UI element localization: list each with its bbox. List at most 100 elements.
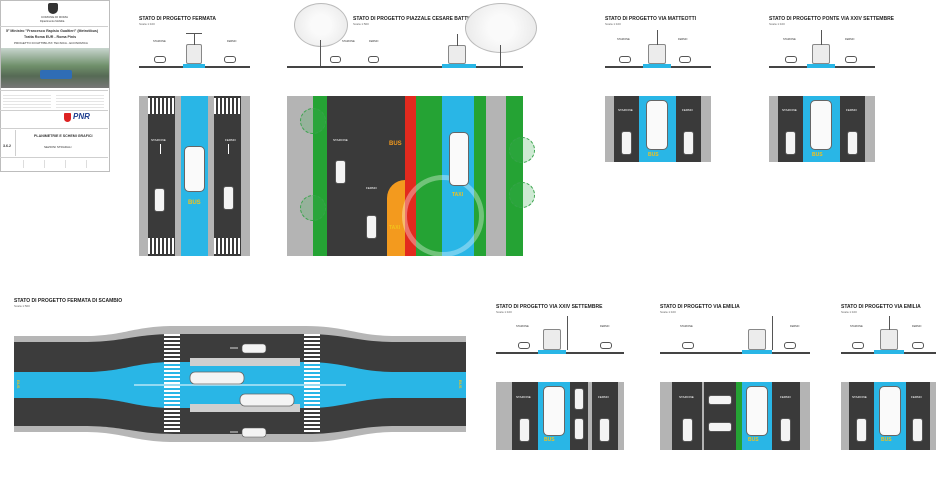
plan-label-bus: BUS <box>188 200 201 206</box>
plan-label-bus-left: BUS <box>16 380 21 389</box>
section-label-stazione: STAZIONE <box>153 40 166 43</box>
consultants-list <box>56 93 104 109</box>
section-tram <box>648 44 666 64</box>
section-title-scambio: STATO DI PROGETTO FERMATA DI SCAMBIO <box>14 298 123 304</box>
crosswalk <box>148 238 175 254</box>
plan-car <box>621 131 632 155</box>
section-road-line <box>287 66 523 68</box>
render-bus <box>40 70 72 79</box>
section-scale-piazzale: Scala 1:500 <box>353 22 369 26</box>
plan-bus <box>879 386 901 436</box>
project-phase: PROGETTO DI FATTIBILITA' TECNICA - ECONO… <box>14 41 88 45</box>
tree-icon <box>300 195 326 221</box>
plan-parking-lane <box>704 382 736 450</box>
plan-bus <box>184 146 205 192</box>
section-bus-lane <box>183 64 205 68</box>
revision-table <box>3 160 107 168</box>
section-title-settembre: STATO DI PROGETTO VIA XXIV SETTEMBRE <box>496 304 603 310</box>
section-label-fermo: FERMO <box>600 325 610 328</box>
plan-red-lane <box>405 96 416 256</box>
section-car <box>600 342 612 349</box>
section-label-fermo: FERMO <box>227 40 237 43</box>
plan-label-stazione: STAZIONE <box>333 138 348 142</box>
section-tram <box>880 329 898 350</box>
sheet-subtitle: SEZIONI STRADALI <box>44 145 72 149</box>
roundabout-watermark <box>402 175 484 257</box>
plan-bus <box>810 100 832 150</box>
plan-car <box>912 418 923 442</box>
section-car <box>154 56 166 63</box>
section-label-fermo: FERMO <box>912 325 922 328</box>
plan-car <box>785 131 796 155</box>
section-scale-scambio: Scala 1:500 <box>14 304 30 308</box>
plan-label-fermo: FERMO <box>225 138 236 142</box>
tree-trunk <box>320 40 321 66</box>
section-road-line <box>660 352 810 354</box>
plan-label-stazione: STAZIONE <box>618 108 633 112</box>
section-title-emilia-1: STATO DI PROGETTO VIA EMILIA <box>660 304 740 310</box>
section-scale-matteotti: Scala 1:100 <box>605 22 621 26</box>
section-car <box>845 56 857 63</box>
section-catenary-pole <box>657 30 658 45</box>
section-scale-emilia-1: Scala 1:100 <box>660 310 676 314</box>
sheet-title: PLANIMETRIE E SCHEMI GRAFICI <box>34 134 93 138</box>
section-car <box>679 56 691 63</box>
tree-icon <box>294 3 348 47</box>
section-tram <box>186 44 202 64</box>
plan-green-lane <box>506 96 523 256</box>
section-label-stazione: STAZIONE <box>516 325 529 328</box>
plan-label-fermo: FERMO <box>780 395 791 399</box>
section-catenary-pole <box>821 30 822 45</box>
plan-bus <box>543 386 565 436</box>
plan-lane-right <box>214 96 241 256</box>
section-title-emilia-2: STATO DI PROGETTO VIA EMILIA <box>841 304 921 310</box>
plan-label-stazione: STAZIONE <box>679 395 694 399</box>
plan-car <box>335 160 346 184</box>
section-car <box>518 342 530 349</box>
plan-car <box>856 418 867 442</box>
section-car <box>784 342 796 349</box>
section-label-fermo: FERMO <box>369 40 379 43</box>
section-car <box>619 56 631 63</box>
plan-label-fermo: FERMO <box>846 108 857 112</box>
plan-label-bus: BUS <box>881 437 892 443</box>
plan-label-bus: BUS <box>544 437 555 443</box>
plan-label-bus: BUS <box>748 437 759 443</box>
plan-label-bus: BUS <box>648 152 659 158</box>
section-label-stazione: STAZIONE <box>680 325 693 328</box>
project-title: 5° Ministro "Francesco Rapisio Gualtieri… <box>6 29 99 33</box>
section-bus-lane <box>807 64 835 68</box>
section-tram <box>543 329 561 350</box>
section-tram <box>812 44 830 64</box>
section-catenary-pole <box>889 316 890 330</box>
plan-car <box>519 418 530 442</box>
section-bus-lane <box>643 64 671 68</box>
plan-car <box>574 388 584 410</box>
plan-car <box>682 418 693 442</box>
section-label-stazione: STAZIONE <box>850 325 863 328</box>
plan-label-fermo: FERMO <box>366 186 377 190</box>
section-label-stazione: STAZIONE <box>783 38 796 41</box>
plan-label-stazione: STAZIONE <box>782 108 797 112</box>
section-scale-ponte: Scala 1:100 <box>769 22 785 26</box>
section-tram <box>448 45 466 64</box>
crosswalk <box>214 98 241 114</box>
section-car <box>224 56 236 63</box>
section-catenary-pole <box>194 33 195 45</box>
plan-bus <box>190 373 242 385</box>
section-label-fermo: FERMO <box>845 38 855 41</box>
plan-car <box>708 395 732 405</box>
plan-bus <box>746 386 768 436</box>
section-bus-lane <box>874 350 904 354</box>
municipality-crest-icon <box>48 3 58 14</box>
team-list <box>3 93 51 109</box>
shield-icon <box>64 113 71 122</box>
sheet-code: 3.6.2 <box>3 144 11 148</box>
plan-label-taxi: TAXI <box>452 192 464 198</box>
section-label-stazione: STAZIONE <box>617 38 630 41</box>
department-name: Dipartimento Mobilità <box>40 20 65 23</box>
tree-icon <box>509 137 535 163</box>
section-label-fermo: FERMO <box>678 38 688 41</box>
plan-label-bus-right: BUS <box>458 380 463 389</box>
plan-label-fermo: FERMO <box>911 395 922 399</box>
